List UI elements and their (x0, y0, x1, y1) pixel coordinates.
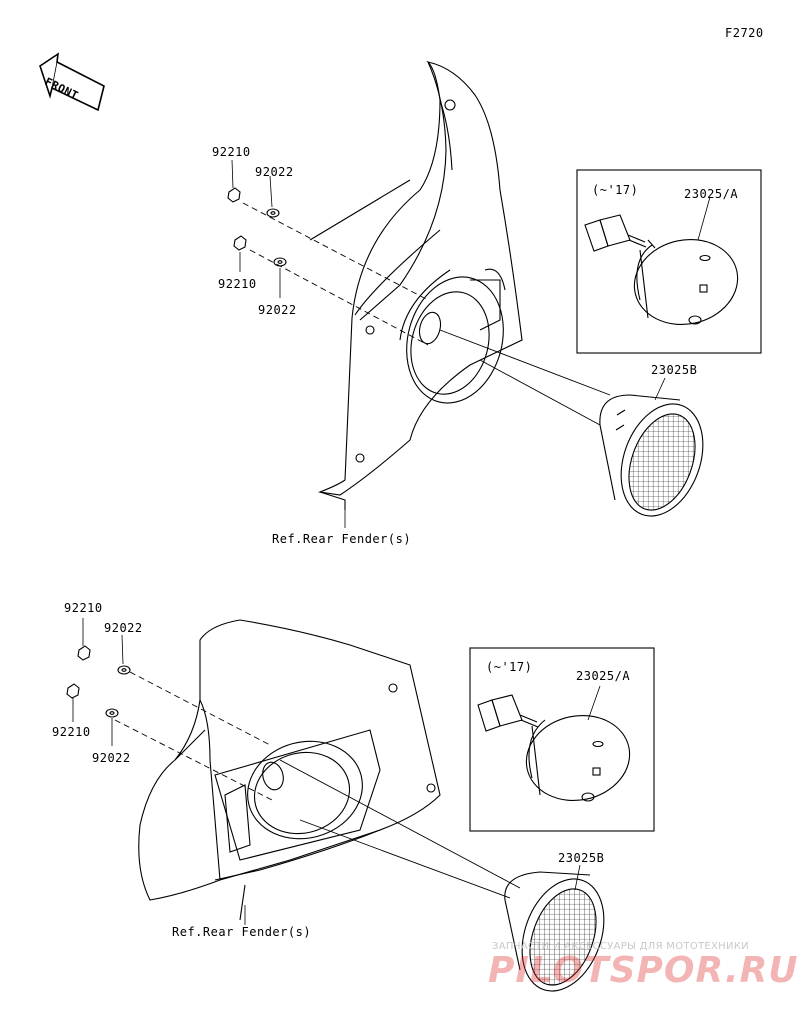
nut-icon (77, 645, 91, 661)
nut-icon (227, 187, 241, 203)
part-number-washer-92022: 92022 (104, 621, 143, 635)
part-number-washer-92022: 92022 (255, 165, 294, 179)
watermark-logo: PILOTSPOR.RU (488, 950, 799, 991)
rear-fender-bottom (138, 619, 441, 921)
washer-icon (117, 665, 131, 675)
part-number-washer-92022: 92022 (92, 751, 131, 765)
part-number-nut-92210: 92210 (212, 145, 251, 159)
washer-icon (273, 257, 287, 267)
year-note: (~'17) (592, 183, 639, 197)
solid-leader-lines-bottom (279, 759, 521, 899)
watermark-tagline: ЗАПЧАСТИ И АКСЕССУАРЫ ДЛЯ МОТОТЕХНИКИ (492, 941, 749, 952)
part-number-nut-92210: 92210 (52, 725, 91, 739)
part-number-nut-92210: 92210 (64, 601, 103, 615)
part-number-lamp-23025b: 23025B (651, 363, 698, 377)
rear-fender-top (309, 61, 523, 510)
lamp-unit-a-top (584, 214, 739, 326)
dashed-leader-lines-bottom (114, 671, 273, 801)
front-arrow-icon (39, 52, 105, 112)
part-number-lamp-23025a: 23025/A (684, 187, 739, 201)
part-number-lamp-23025b: 23025B (558, 851, 605, 865)
variant-inset-box-top (576, 169, 762, 354)
label-leaders (72, 159, 711, 925)
lamp-unit-a-bottom (477, 694, 631, 802)
lamp-lens-b-top (599, 394, 704, 517)
part-number-nut-92210: 92210 (218, 277, 257, 291)
ref-rear-fender-label: Ref.Rear Fender(s) (172, 925, 312, 939)
part-number-washer-92022: 92022 (258, 303, 297, 317)
part-number-lamp-23025a: 23025/A (576, 669, 631, 683)
nut-icon (66, 683, 80, 699)
washer-icon (105, 708, 119, 718)
ref-rear-fender-label: Ref.Rear Fender(s) (272, 532, 412, 546)
variant-inset-box-bottom (469, 647, 655, 832)
year-note: (~'17) (486, 660, 533, 674)
lamp-lens-b-bottom (504, 871, 605, 992)
lamp-housing-top (399, 268, 506, 404)
figure-code: F2720 (725, 26, 764, 40)
washer-icon (266, 208, 280, 218)
nut-icon (233, 235, 247, 251)
solid-leader-lines-top (439, 329, 611, 426)
lamp-housing-bottom (214, 729, 381, 861)
